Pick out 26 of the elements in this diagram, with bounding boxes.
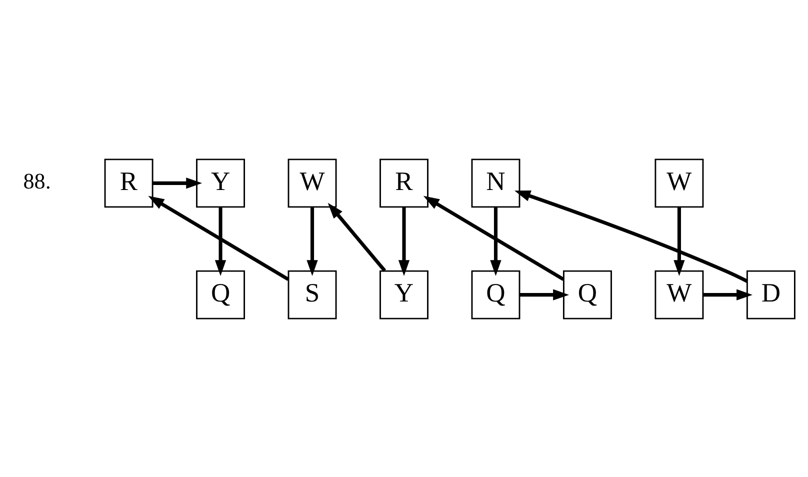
arrow: [674, 206, 685, 276]
node-box: W: [654, 270, 704, 319]
arrow: [152, 177, 202, 188]
arrow: [514, 190, 748, 282]
arrow: [490, 206, 502, 276]
node-box: Q: [471, 270, 520, 319]
arrow: [148, 195, 290, 280]
arrow: [214, 206, 226, 276]
node-box: Q: [563, 270, 612, 319]
arrow: [328, 202, 386, 272]
node-box: R: [380, 158, 428, 208]
node-box: Q: [196, 270, 245, 319]
arrow: [398, 206, 410, 276]
node-box: W: [654, 158, 704, 208]
node-box: Y: [380, 270, 428, 319]
arrow: [306, 206, 318, 276]
node-box: N: [471, 158, 520, 208]
label: 88.: [23, 168, 51, 194]
node-box: Y: [196, 158, 245, 208]
node-box: S: [288, 270, 337, 319]
node-box: W: [288, 158, 337, 208]
node-box: D: [746, 270, 796, 319]
arrow: [703, 288, 752, 300]
node-box: R: [104, 158, 154, 208]
arrow: [423, 195, 564, 280]
arrow: [520, 288, 570, 300]
